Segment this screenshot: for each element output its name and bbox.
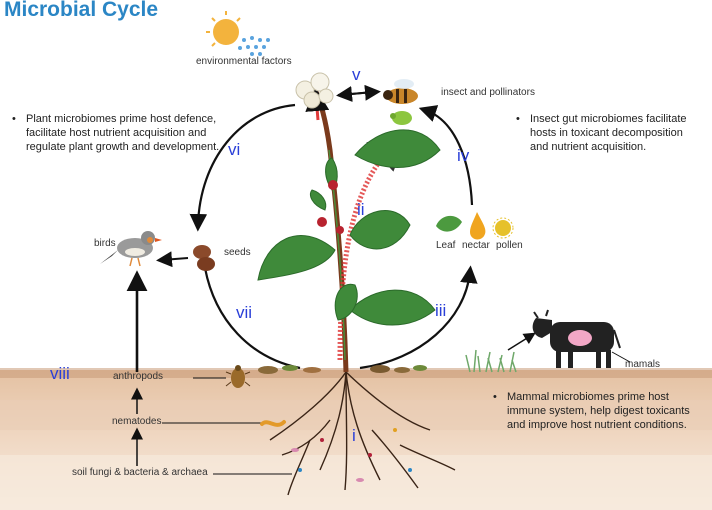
cycle-arc-bottom-left [203, 267, 301, 370]
leaf-icon [436, 215, 462, 232]
insect-note-line: hosts in toxicant decomposition [530, 127, 683, 139]
mammal-note-line: immune system, help digest toxicants [507, 405, 690, 417]
bullet-icon: • [12, 113, 16, 125]
anthropods-label: anthropods [113, 371, 164, 382]
sun-rain-icon [206, 11, 270, 56]
bird-icon [100, 231, 162, 267]
stage-vii-label: vii [236, 303, 253, 322]
plant-microbiome-note: • Plant microbiomes prime host defence, … [12, 112, 236, 154]
environmental-factors-label: environmental factors [196, 56, 292, 67]
cycle-arc-bottom-right [359, 265, 478, 370]
insect-note-line: Insect gut microbiomes facilitate [530, 113, 687, 125]
page-title: Microbial Cycle [4, 0, 159, 21]
cycle-arc-top-right [418, 105, 474, 206]
stage-vi-label: vi [228, 140, 241, 159]
leaf-label: Leaf [436, 240, 456, 251]
mamals-label: mamals [625, 359, 661, 370]
cow-icon [532, 309, 621, 368]
mammal-note-line: Mammal microbiomes prime host [507, 391, 669, 403]
stage-viii-label: viii [50, 364, 70, 383]
bullet-icon: • [516, 113, 520, 125]
stage-i-label: i [352, 426, 356, 445]
soil-band-2 [0, 400, 712, 430]
stage-iv-label: iv [457, 146, 470, 165]
seeds-label: seeds [224, 247, 251, 258]
plant-berries [317, 180, 344, 234]
nematodes-label: nematodes [112, 416, 162, 427]
plant-note-line: regulate plant growth and development. [26, 141, 220, 153]
seeds-icon [193, 245, 215, 271]
plant-note-line: facilitate host nutrient acquisition and [26, 127, 207, 139]
grass-icon [465, 349, 517, 373]
insect-microbiome-note: • Insect gut microbiomes facilitate host… [516, 112, 705, 154]
plant-roots [269, 371, 456, 496]
soil-microbes-label: soil fungi & bacteria & archaea [72, 467, 208, 478]
bee-icon [383, 79, 418, 104]
pollen-icon [492, 217, 514, 239]
pollen-label: pollen [496, 240, 523, 251]
nematode-icon [260, 420, 286, 427]
birds-label: birds [94, 238, 116, 249]
soil-band-3 [0, 455, 712, 510]
stage-v-label: v [352, 65, 361, 84]
grass-to-cow-arrow [507, 332, 536, 351]
nectar-label: nectar [462, 240, 490, 251]
aphid-icon [390, 111, 412, 125]
root-microbes [291, 428, 412, 482]
microbe-flow-arrow-ii [337, 129, 409, 361]
cycle-arc-top-left [189, 103, 296, 232]
plant-leaves [257, 129, 441, 326]
flower-bee-arrow-back [336, 86, 373, 102]
flower-cluster-icon [295, 72, 334, 109]
mamals-pointer [611, 351, 631, 363]
seeds-to-birds-arrow [156, 251, 189, 268]
stage-iii-label: iii [435, 301, 447, 320]
soil-surface-band [0, 368, 712, 378]
mammal-microbiome-note: • Mammal microbiomes prime host immune s… [493, 390, 707, 432]
ground-debris [258, 365, 427, 374]
beetle-icon [225, 365, 251, 388]
plant-note-line: Plant microbiomes prime host defence, [26, 113, 217, 125]
bullet-icon: • [493, 391, 497, 403]
mammal-note-line: and improve host nutrient conditions. [507, 419, 687, 431]
insect-note-line: and nutrient acquisition. [530, 141, 647, 153]
insect-pollinators-label: insect and pollinators [441, 87, 535, 98]
nectar-drop-icon [470, 212, 486, 240]
stage-ii-label: ii [357, 200, 365, 219]
